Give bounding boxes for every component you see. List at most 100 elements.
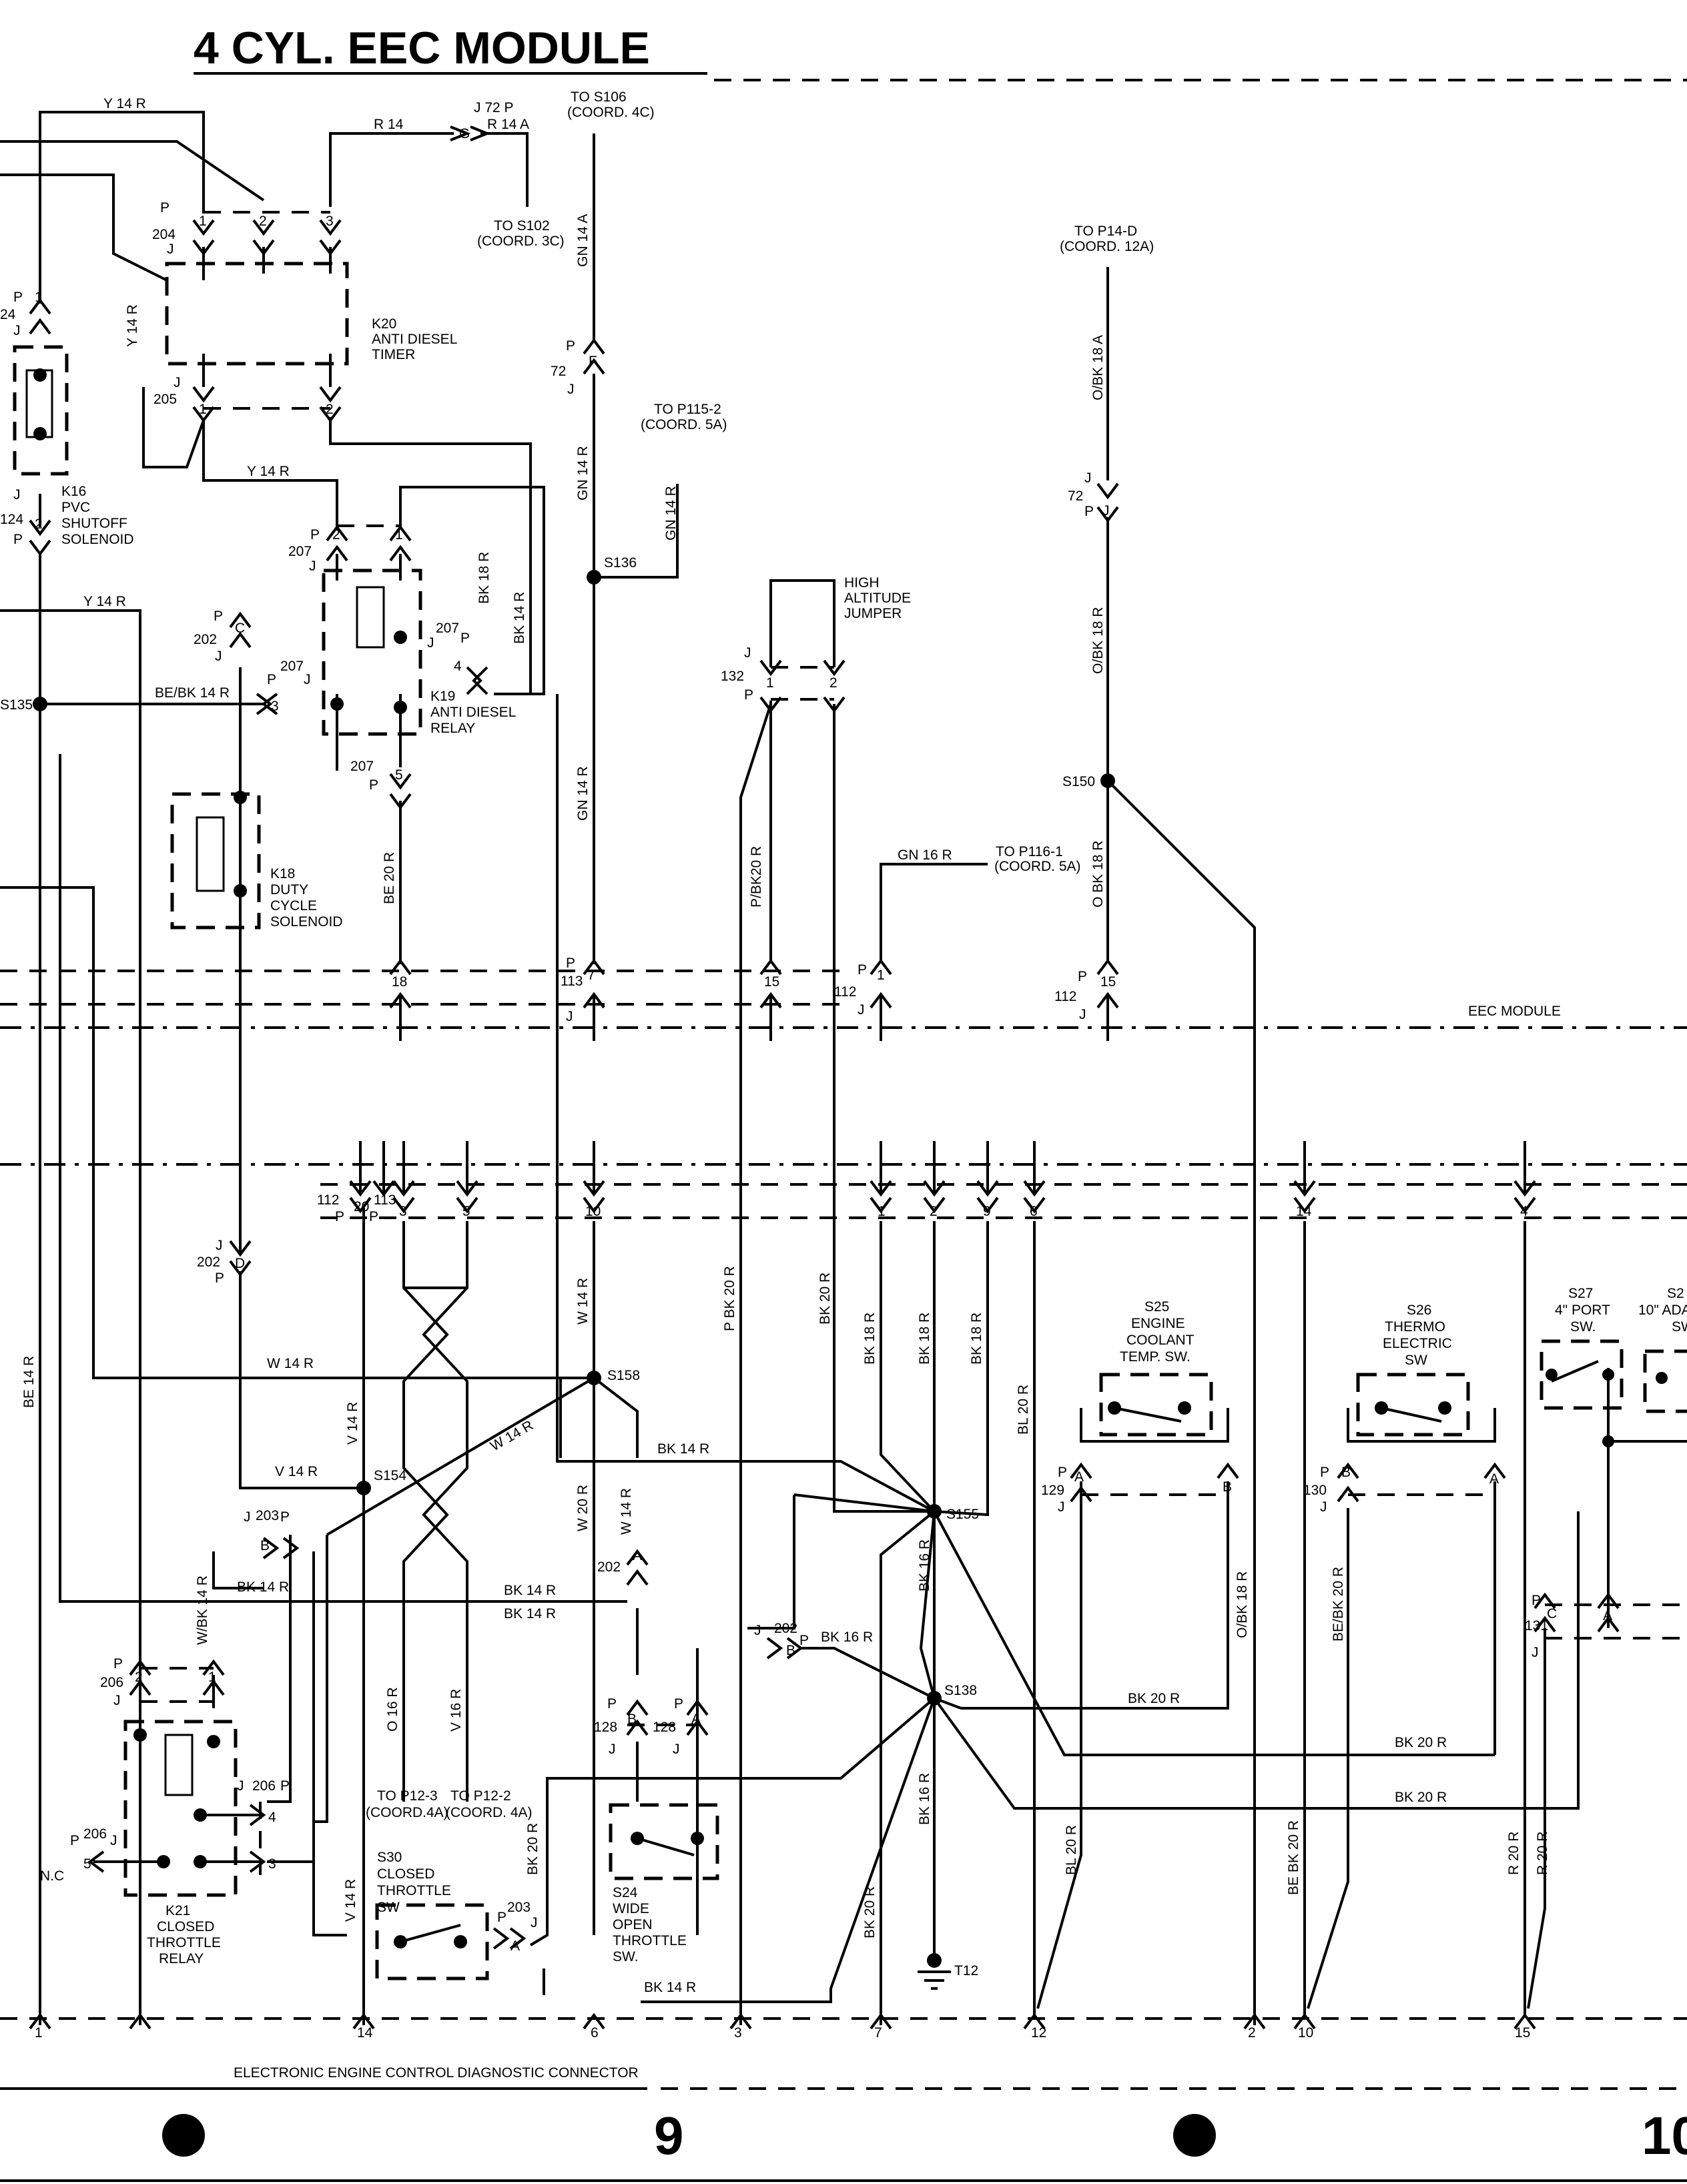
page-number: 9 (654, 2106, 684, 2165)
svg-text:2: 2 (259, 214, 267, 229)
svg-text:ANTI DIESEL: ANTI DIESEL (372, 332, 457, 347)
svg-text:S135: S135 (0, 697, 33, 713)
svg-text:3: 3 (271, 699, 279, 714)
reference-labels: TO S106 (COORD. 4C) TO S102 (COORD. 3C) … (366, 89, 1154, 1820)
svg-text:W/BK 14 R: W/BK 14 R (195, 1575, 210, 1645)
svg-text:K16: K16 (61, 484, 86, 499)
svg-text:BK 14 R: BK 14 R (657, 1441, 709, 1457)
svg-text:S138: S138 (944, 1683, 977, 1698)
svg-text:BK 14 R: BK 14 R (237, 1579, 289, 1595)
svg-text:P: P (799, 1633, 809, 1648)
svg-text:S2: S2 (1667, 1286, 1684, 1301)
svg-text:P: P (744, 687, 753, 703)
svg-text:(COORD. 5A): (COORD. 5A) (641, 417, 727, 432)
svg-text:BK 18 R: BK 18 R (476, 552, 492, 604)
svg-text:BK 20 R: BK 20 R (525, 1823, 541, 1875)
svg-text:J: J (244, 1509, 251, 1525)
svg-text:K20: K20 (372, 316, 396, 332)
svg-text:10: 10 (1298, 2025, 1313, 2041)
svg-text:S25: S25 (1144, 1299, 1169, 1315)
svg-text:COOLANT: COOLANT (1126, 1333, 1195, 1348)
svg-text:Y 14 R: Y 14 R (83, 594, 126, 609)
svg-text:(COORD. 4A): (COORD. 4A) (446, 1805, 533, 1820)
svg-text:J: J (237, 1778, 244, 1794)
svg-text:P: P (607, 1696, 617, 1712)
svg-text:BK 20 R: BK 20 R (817, 1272, 833, 1325)
page-footer: 9 10 (0, 2106, 1687, 2182)
svg-text:C: C (235, 621, 245, 636)
s25-engine-coolant-temp-switch: S25 ENGINE COOLANT TEMP. SW. (1080, 1299, 1229, 1443)
svg-text:206: 206 (100, 1675, 123, 1690)
svg-text:ELECTRONIC ENGINE CONTROL DIAG: ELECTRONIC ENGINE CONTROL DIAGNOSTIC CON… (234, 2065, 639, 2081)
svg-text:Y 14 R: Y 14 R (247, 464, 290, 479)
svg-text:J: J (304, 672, 311, 687)
svg-text:SOLENOID: SOLENOID (270, 914, 343, 930)
vertical-wire-labels: GN 14 A GN 14 R GN 14 R GN 14 R O/BK 18 … (21, 214, 1550, 1938)
svg-text:J: J (1320, 1499, 1327, 1515)
svg-text:S158: S158 (607, 1368, 640, 1383)
svg-text:124: 124 (0, 512, 23, 527)
svg-text:(COORD. 4C): (COORD. 4C) (567, 105, 655, 120)
svg-text:J: J (215, 649, 222, 664)
k21-closed-throttle-relay: K21 CLOSED THROTTLE RELAY N.C (40, 1667, 262, 1966)
svg-text:J: J (309, 559, 316, 574)
svg-text:130: 130 (1303, 1483, 1327, 1498)
svg-text:B: B (1223, 1479, 1232, 1495)
svg-text:THROTTLE: THROTTLE (613, 1933, 687, 1948)
svg-text:72: 72 (551, 364, 566, 379)
middle-wiring (139, 267, 1687, 2025)
svg-text:J: J (1058, 1499, 1065, 1515)
k18-duty-cycle-solenoid: K18 DUTY CYCLE SOLENOID (170, 791, 343, 930)
svg-text:4: 4 (454, 659, 462, 674)
svg-text:J: J (1084, 470, 1092, 486)
svg-text:P: P (1078, 969, 1087, 984)
svg-text:R 14: R 14 (374, 117, 404, 132)
svg-text:S136: S136 (604, 555, 637, 571)
svg-text:J: J (13, 487, 21, 502)
svg-text:THROTTLE: THROTTLE (147, 1935, 221, 1950)
s26-thermo-electric-switch: S26 THERMO ELECTRIC SW (1347, 1303, 1496, 1443)
svg-text:K19: K19 (430, 689, 455, 704)
svg-text:TO S106: TO S106 (571, 89, 627, 105)
svg-text:D: D (235, 1256, 245, 1271)
svg-text:A: A (1074, 1469, 1084, 1485)
svg-text:207: 207 (436, 621, 459, 636)
connector-chevrons (29, 125, 1687, 1950)
svg-text:V 14 R: V 14 R (345, 1402, 360, 1445)
svg-text:4: 4 (268, 1810, 276, 1825)
svg-text:J 72 P: J 72 P (474, 100, 514, 115)
svg-text:K18: K18 (270, 866, 295, 881)
svg-text:7: 7 (587, 968, 595, 983)
svg-text:J: J (858, 1002, 865, 1018)
svg-text:TO P12-2: TO P12-2 (450, 1788, 511, 1804)
svg-text:O/BK 18 R: O/BK 18 R (1090, 607, 1106, 674)
svg-text:128: 128 (594, 1720, 617, 1735)
svg-text:P: P (566, 338, 575, 354)
svg-text:BE BK 20 R: BE BK 20 R (1286, 1820, 1301, 1895)
svg-text:O/BK 18 A: O/BK 18 A (1090, 335, 1106, 400)
svg-text:5: 5 (83, 1856, 91, 1872)
svg-text:THROTTLE: THROTTLE (377, 1883, 451, 1898)
diagnostic-connector: ELECTRONIC ENGINE CONTROL DIAGNOSTIC CON… (0, 2013, 1687, 2090)
svg-text:J: J (113, 1693, 121, 1708)
svg-text:3: 3 (268, 1856, 276, 1872)
svg-text:RELAY: RELAY (430, 721, 475, 736)
svg-text:207: 207 (288, 544, 312, 559)
svg-text:128: 128 (653, 1720, 676, 1735)
svg-text:W 20 R: W 20 R (575, 1485, 591, 1531)
svg-text:BK 14 R: BK 14 R (504, 1583, 556, 1598)
svg-text:1: 1 (199, 402, 207, 417)
svg-text:(COORD. 12A): (COORD. 12A) (1060, 239, 1154, 254)
svg-text:J: J (744, 645, 751, 661)
svg-text:6: 6 (591, 2025, 599, 2041)
svg-text:1: 1 (35, 290, 43, 305)
svg-text:2: 2 (332, 527, 340, 542)
svg-text:206: 206 (83, 1826, 107, 1842)
svg-text:V 16 R: V 16 R (448, 1689, 464, 1732)
svg-text:J: J (754, 1623, 761, 1638)
svg-text:C: C (1547, 1606, 1557, 1621)
svg-text:J: J (609, 1742, 616, 1757)
svg-text:V 14 R: V 14 R (275, 1464, 318, 1479)
svg-text:112: 112 (1054, 989, 1076, 1004)
